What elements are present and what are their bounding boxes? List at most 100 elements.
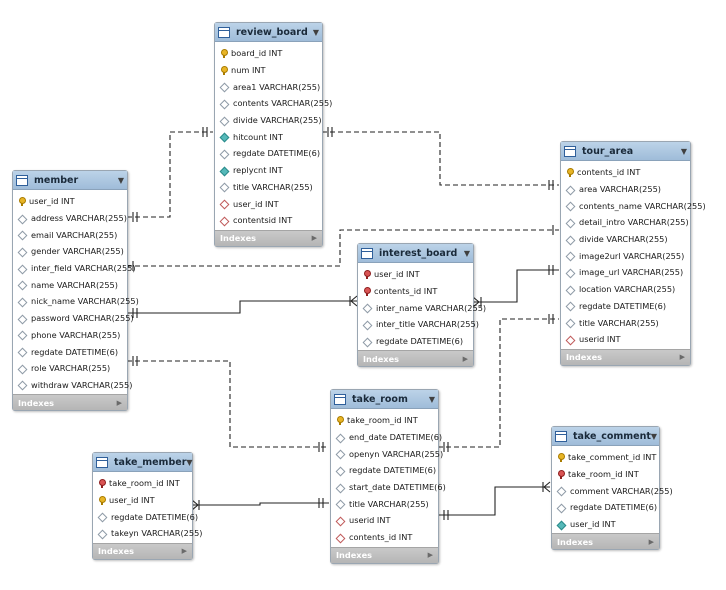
column-row[interactable]: inter_title VARCHAR(255) (358, 316, 479, 333)
expand-arrow-icon[interactable]: ▶ (181, 547, 187, 556)
table-header[interactable]: member▼ (13, 171, 127, 190)
column-row[interactable]: title VARCHAR(255) (215, 179, 322, 196)
table-header[interactable]: take_comment▼ (552, 427, 659, 446)
column-label: regdate DATETIME(6) (111, 511, 199, 522)
column-row[interactable]: take_room_id INT (552, 466, 659, 483)
column-row[interactable]: title VARCHAR(255) (331, 495, 438, 512)
column-row[interactable]: board_id INT (215, 45, 322, 62)
expand-arrow-icon[interactable]: ▶ (311, 234, 317, 243)
column-row[interactable]: nick_name VARCHAR(255) (13, 293, 139, 310)
column-diamond-icon (17, 230, 28, 241)
collapse-caret-icon[interactable]: ▼ (650, 431, 658, 441)
column-row[interactable]: user_id INT (13, 193, 127, 210)
column-row[interactable]: detail_intro VARCHAR(255) (561, 214, 690, 231)
column-row[interactable]: divide VARCHAR(255) (561, 231, 690, 248)
column-row[interactable]: take_comment_id INT (552, 449, 659, 466)
column-row[interactable]: user_id INT (215, 195, 322, 212)
column-row[interactable]: contentsid INT (215, 212, 322, 229)
column-row[interactable]: area VARCHAR(255) (561, 181, 690, 198)
indexes-section[interactable]: Indexes▶ (331, 546, 438, 563)
collapse-caret-icon[interactable]: ▼ (117, 175, 124, 185)
column-row[interactable]: inter_name VARCHAR(255) (358, 299, 486, 316)
indexes-section[interactable]: Indexes▶ (13, 394, 127, 411)
column-row[interactable]: location VARCHAR(255) (561, 281, 690, 298)
column-row[interactable]: name VARCHAR(255) (13, 276, 127, 293)
indexes-section[interactable]: Indexes▶ (561, 348, 690, 365)
table-header[interactable]: take_room▼ (331, 390, 438, 409)
column-row[interactable]: divide VARCHAR(255) (215, 112, 322, 129)
column-row[interactable]: user_id INT (358, 266, 473, 283)
column-row[interactable]: contents_id INT (358, 283, 473, 300)
column-row[interactable]: regdate DATETIME(6) (13, 343, 127, 360)
indexes-section[interactable]: Indexes▶ (215, 229, 322, 246)
column-row[interactable]: contents VARCHAR(255) (215, 95, 332, 112)
column-row[interactable]: title VARCHAR(255) (561, 314, 690, 331)
table-header[interactable]: interest_board▼ (358, 244, 473, 263)
column-row[interactable]: take_room_id INT (93, 475, 192, 492)
column-row[interactable]: withdraw VARCHAR(255) (13, 377, 132, 394)
indexes-section[interactable]: Indexes▶ (93, 542, 192, 559)
collapse-caret-icon[interactable]: ▼ (186, 457, 193, 467)
column-row[interactable]: takeyn VARCHAR(255) (93, 525, 203, 542)
column-row[interactable]: image_url VARCHAR(255) (561, 264, 690, 281)
rel-crowfoot (472, 301, 480, 308)
table-header[interactable]: take_member▼ (93, 453, 193, 472)
collapse-caret-icon[interactable]: ▼ (680, 146, 687, 156)
column-row[interactable]: contents_id INT (561, 164, 690, 181)
column-row[interactable]: area1 VARCHAR(255) (215, 78, 322, 95)
column-row[interactable]: image2url VARCHAR(255) (561, 247, 690, 264)
column-row[interactable]: regdate DATETIME(6) (358, 333, 473, 350)
fk-key-icon (556, 469, 565, 479)
column-row[interactable]: contents_name VARCHAR(255) (561, 197, 706, 214)
column-row[interactable]: num INT (215, 62, 322, 79)
column-row[interactable]: take_room_id INT (331, 412, 438, 429)
column-row[interactable]: contents_id INT (331, 529, 438, 546)
column-row[interactable]: regdate DATETIME(6) (215, 145, 322, 162)
column-row[interactable]: regdate DATETIME(6) (331, 462, 438, 479)
column-diamond-icon (335, 499, 346, 510)
column-label: board_id INT (231, 48, 283, 59)
column-row[interactable]: regdate DATETIME(6) (552, 499, 659, 516)
column-row[interactable]: start_date DATETIME(6) (331, 479, 446, 496)
expand-arrow-icon[interactable]: ▶ (462, 354, 468, 363)
column-row[interactable]: inter_field VARCHAR(255) (13, 260, 136, 277)
expand-arrow-icon[interactable]: ▶ (427, 551, 433, 559)
column-row[interactable]: userid INT (331, 512, 438, 529)
column-row[interactable]: gender VARCHAR(255) (13, 243, 127, 260)
collapse-caret-icon[interactable]: ▼ (312, 27, 319, 37)
expand-arrow-icon[interactable]: ▶ (679, 353, 685, 362)
column-row[interactable]: userid INT (561, 331, 690, 348)
expand-arrow-icon[interactable]: ▶ (648, 537, 654, 546)
column-diamond-icon (17, 280, 28, 291)
column-row[interactable]: comment VARCHAR(255) (552, 482, 673, 499)
column-row[interactable]: address VARCHAR(255) (13, 210, 127, 227)
table-header[interactable]: tour_area▼ (561, 142, 690, 161)
column-row[interactable]: regdate DATETIME(6) (561, 298, 690, 315)
column-diamond-icon (565, 318, 576, 329)
column-row[interactable]: user_id INT (93, 492, 192, 509)
column-row[interactable]: replycnt INT (215, 162, 322, 179)
column-row[interactable]: user_id INT (552, 516, 659, 533)
column-row[interactable]: openyn VARCHAR(255) (331, 445, 443, 462)
column-row[interactable]: password VARCHAR(255) (13, 310, 134, 327)
column-row[interactable]: regdate DATETIME(6) (93, 508, 198, 525)
table-header[interactable]: review_board▼ (215, 23, 322, 42)
expand-arrow-icon[interactable]: ▶ (116, 398, 122, 407)
indexes-section[interactable]: Indexes▶ (552, 533, 659, 550)
column-row[interactable]: hitcount INT (215, 128, 322, 145)
collapse-caret-icon[interactable]: ▼ (463, 248, 470, 258)
column-row[interactable]: phone VARCHAR(255) (13, 327, 127, 344)
collapse-caret-icon[interactable]: ▼ (428, 394, 435, 404)
fk-diamond-icon (335, 516, 346, 527)
indexes-section[interactable]: Indexes▶ (358, 350, 473, 367)
column-row[interactable]: role VARCHAR(255) (13, 360, 127, 377)
column-row[interactable]: email VARCHAR(255) (13, 226, 127, 243)
column-row[interactable]: end_date DATETIME(6) (331, 429, 442, 446)
